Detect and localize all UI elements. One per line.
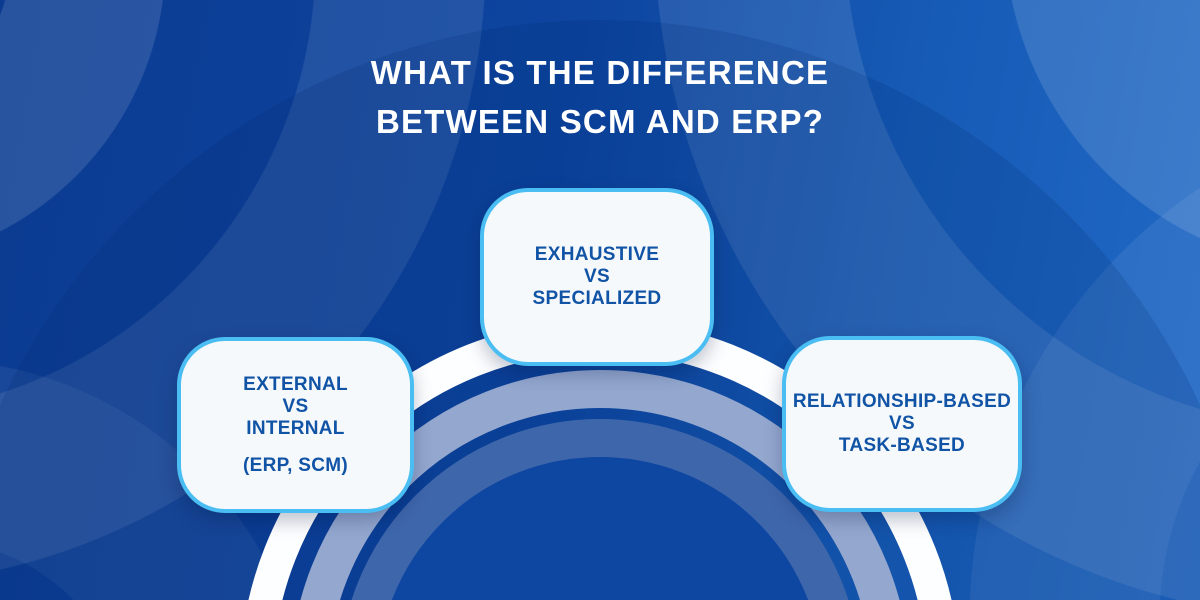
inner-arc-band — [351, 419, 849, 600]
card-left-line-2: VS — [282, 395, 309, 417]
card-right-line-3: TASK-BASED — [838, 435, 966, 456]
inner-disk-circle — [391, 457, 809, 600]
page-title-line-2: BETWEEN SCM AND ERP? — [375, 103, 825, 140]
card-left-note: (ERP, SCM) — [242, 454, 349, 476]
card-left-line-1: EXTERNAL — [243, 373, 348, 395]
card-center-line-2: VS — [584, 266, 610, 287]
card-center-line-3: SPECIALIZED — [532, 288, 662, 309]
card-left-line-3: INTERNAL — [246, 417, 345, 439]
page-title-line-1: WHAT IS THE DIFFERENCE — [370, 54, 830, 91]
card-exhaustive-vs-specialized: EXHAUSTIVE VS SPECIALIZED — [480, 188, 714, 366]
card-right-line-2: VS — [889, 413, 915, 434]
page-title: WHAT IS THE DIFFERENCE BETWEEN SCM AND E… — [0, 48, 1200, 146]
card-external-vs-internal: EXTERNAL VS INTERNAL (ERP, SCM) — [177, 337, 414, 513]
card-right-line-1: RELATIONSHIP-BASED — [792, 391, 1012, 412]
card-center-line-1: EXHAUSTIVE — [534, 244, 660, 265]
middle-arc-band — [300, 370, 900, 600]
card-relationship-based-vs-task-based: RELATIONSHIP-BASED VS TASK-BASED — [782, 336, 1022, 512]
